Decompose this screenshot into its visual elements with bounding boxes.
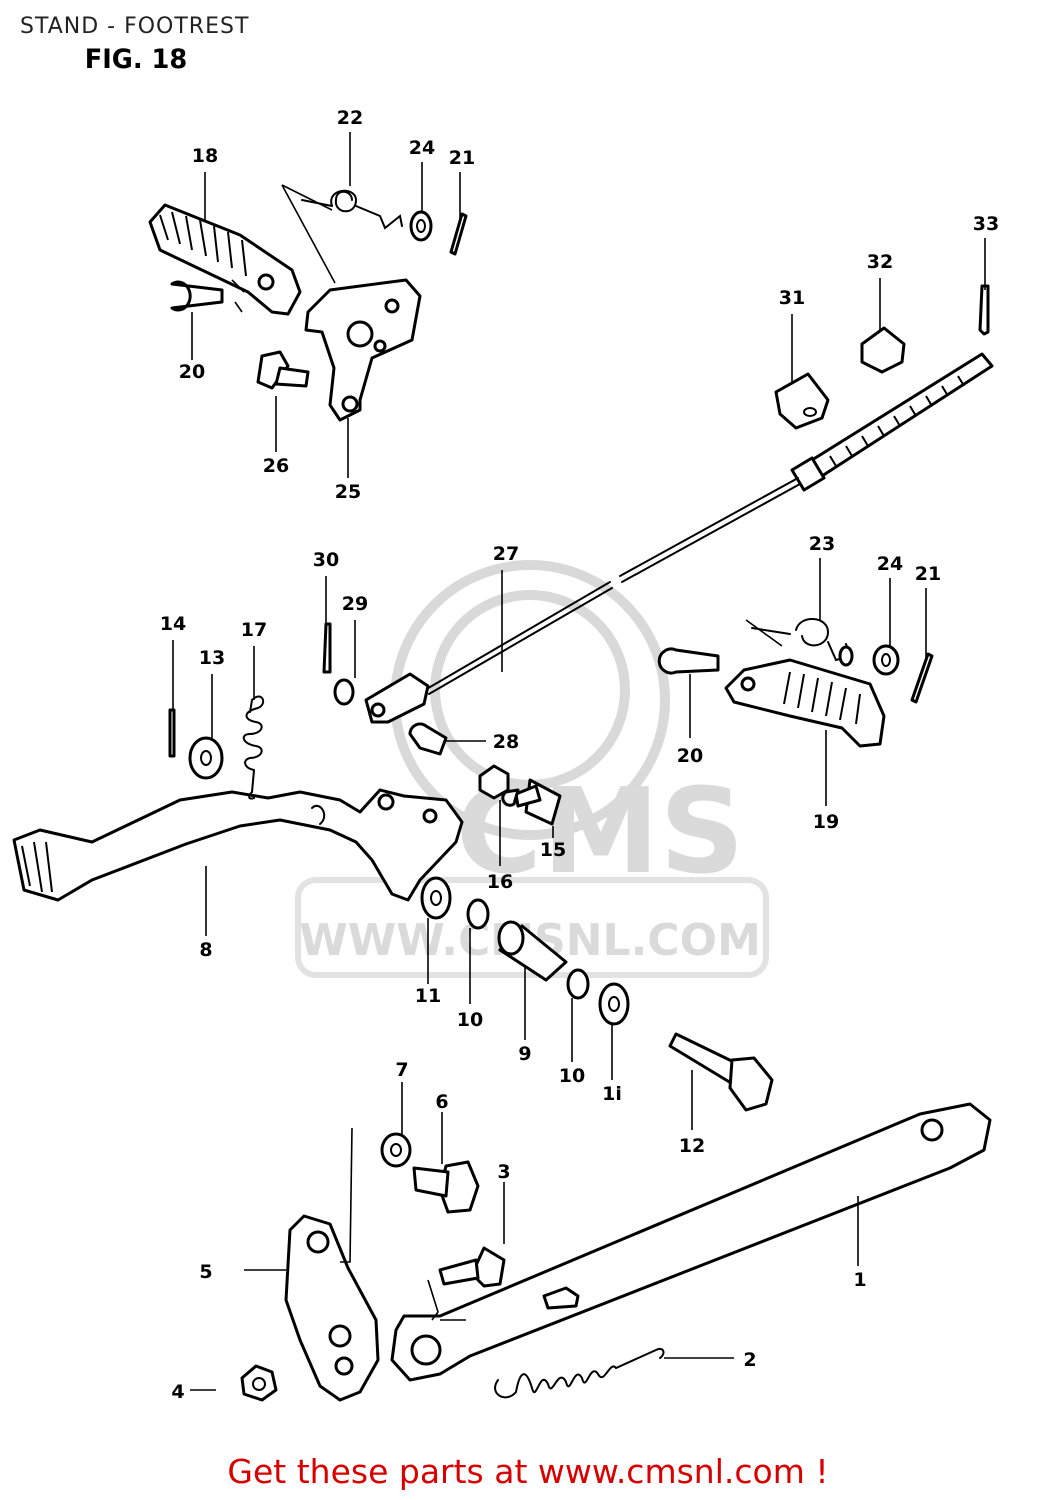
spring-22 [301, 190, 403, 230]
nut-16 [478, 764, 510, 800]
leader-lines [172, 132, 986, 1391]
cotter-pin-14 [168, 708, 176, 758]
side-stand-assembly [240, 1032, 992, 1402]
nut-31 [774, 372, 830, 430]
bracket-25 [304, 278, 422, 422]
callout-27: 27 [493, 543, 519, 565]
callout-23: 23 [809, 533, 835, 555]
callout-12: 12 [679, 1135, 705, 1157]
callout-14: 14 [160, 613, 186, 635]
callout-20-right: 20 [677, 745, 703, 767]
callout-15: 15 [540, 839, 566, 861]
callout-28: 28 [493, 731, 519, 753]
cotter-pin-21-left [449, 212, 468, 256]
brake-pedal-assembly [12, 695, 630, 1026]
washer-29 [333, 678, 355, 706]
cotter-pin-21-right [910, 652, 934, 704]
threaded-rod [810, 352, 994, 478]
callout-labels: 18 22 24 21 20 26 25 33 32 31 23 24 21 2… [160, 107, 999, 1403]
footer-link[interactable]: Get these parts at www.cmsnl.com ! [227, 1452, 829, 1491]
side-stand-1 [390, 1102, 992, 1382]
brake-pedal-8 [12, 788, 464, 902]
right-footrest-assembly [657, 618, 934, 748]
callout-29: 29 [342, 593, 368, 615]
cotter-pin-30 [322, 622, 332, 674]
spring-17 [242, 695, 265, 800]
figure-number: FIG. 18 [84, 44, 188, 75]
o-ring-10-a [466, 898, 490, 930]
callout-19: 19 [813, 811, 839, 833]
callout-1: 1 [853, 1269, 866, 1291]
pin-20-left [170, 280, 224, 312]
washer-11-b [598, 982, 630, 1026]
callout-6: 6 [435, 1091, 448, 1113]
callout-11: 11 [415, 985, 441, 1007]
pin-28 [408, 722, 448, 756]
callout-33: 33 [973, 213, 999, 235]
washer-13 [188, 736, 224, 780]
callout-21-right: 21 [915, 563, 941, 585]
callout-32: 32 [867, 251, 893, 273]
o-ring-10-b [566, 968, 590, 1000]
washer-11-a [420, 876, 452, 920]
callout-26: 26 [263, 455, 289, 477]
washer-7 [380, 1132, 412, 1168]
footrest-18 [148, 203, 302, 316]
callout-2: 2 [743, 1349, 756, 1371]
spring-2 [494, 1348, 665, 1399]
page-title: STAND - FOOTREST [20, 14, 250, 39]
callout-25: 25 [335, 481, 361, 503]
callout-18: 18 [192, 145, 218, 167]
callout-30: 30 [313, 549, 339, 571]
callout-3: 3 [497, 1161, 510, 1183]
nut-32 [860, 326, 906, 374]
callout-31: 31 [779, 287, 805, 309]
callout-16: 16 [487, 871, 513, 893]
washer-24-right [872, 644, 900, 676]
spring-23 [751, 618, 852, 662]
callout-17: 17 [241, 619, 267, 641]
callout-24: 24 [409, 137, 435, 159]
brake-rod-assembly [322, 284, 994, 756]
callout-1i: 1i [602, 1083, 622, 1105]
footrest-19 [724, 658, 886, 748]
callout-8: 8 [199, 939, 212, 961]
pin-33 [978, 284, 990, 336]
washer-24-left [409, 210, 433, 242]
callout-10-b: 10 [559, 1065, 585, 1087]
cable-27 [424, 477, 799, 691]
callout-7: 7 [395, 1059, 408, 1081]
callout-24-right: 24 [877, 553, 903, 575]
pin-20-right [657, 647, 720, 675]
callout-4: 4 [171, 1381, 184, 1403]
left-footrest-assembly [148, 184, 468, 422]
callout-10: 10 [457, 1009, 483, 1031]
nut-4 [240, 1364, 278, 1402]
callout-20: 20 [179, 361, 205, 383]
bracket-5 [284, 1214, 380, 1402]
callout-5: 5 [199, 1261, 212, 1283]
callout-9: 9 [518, 1043, 531, 1065]
callout-13: 13 [199, 647, 225, 669]
callout-22: 22 [337, 107, 363, 129]
callout-21: 21 [449, 147, 475, 169]
